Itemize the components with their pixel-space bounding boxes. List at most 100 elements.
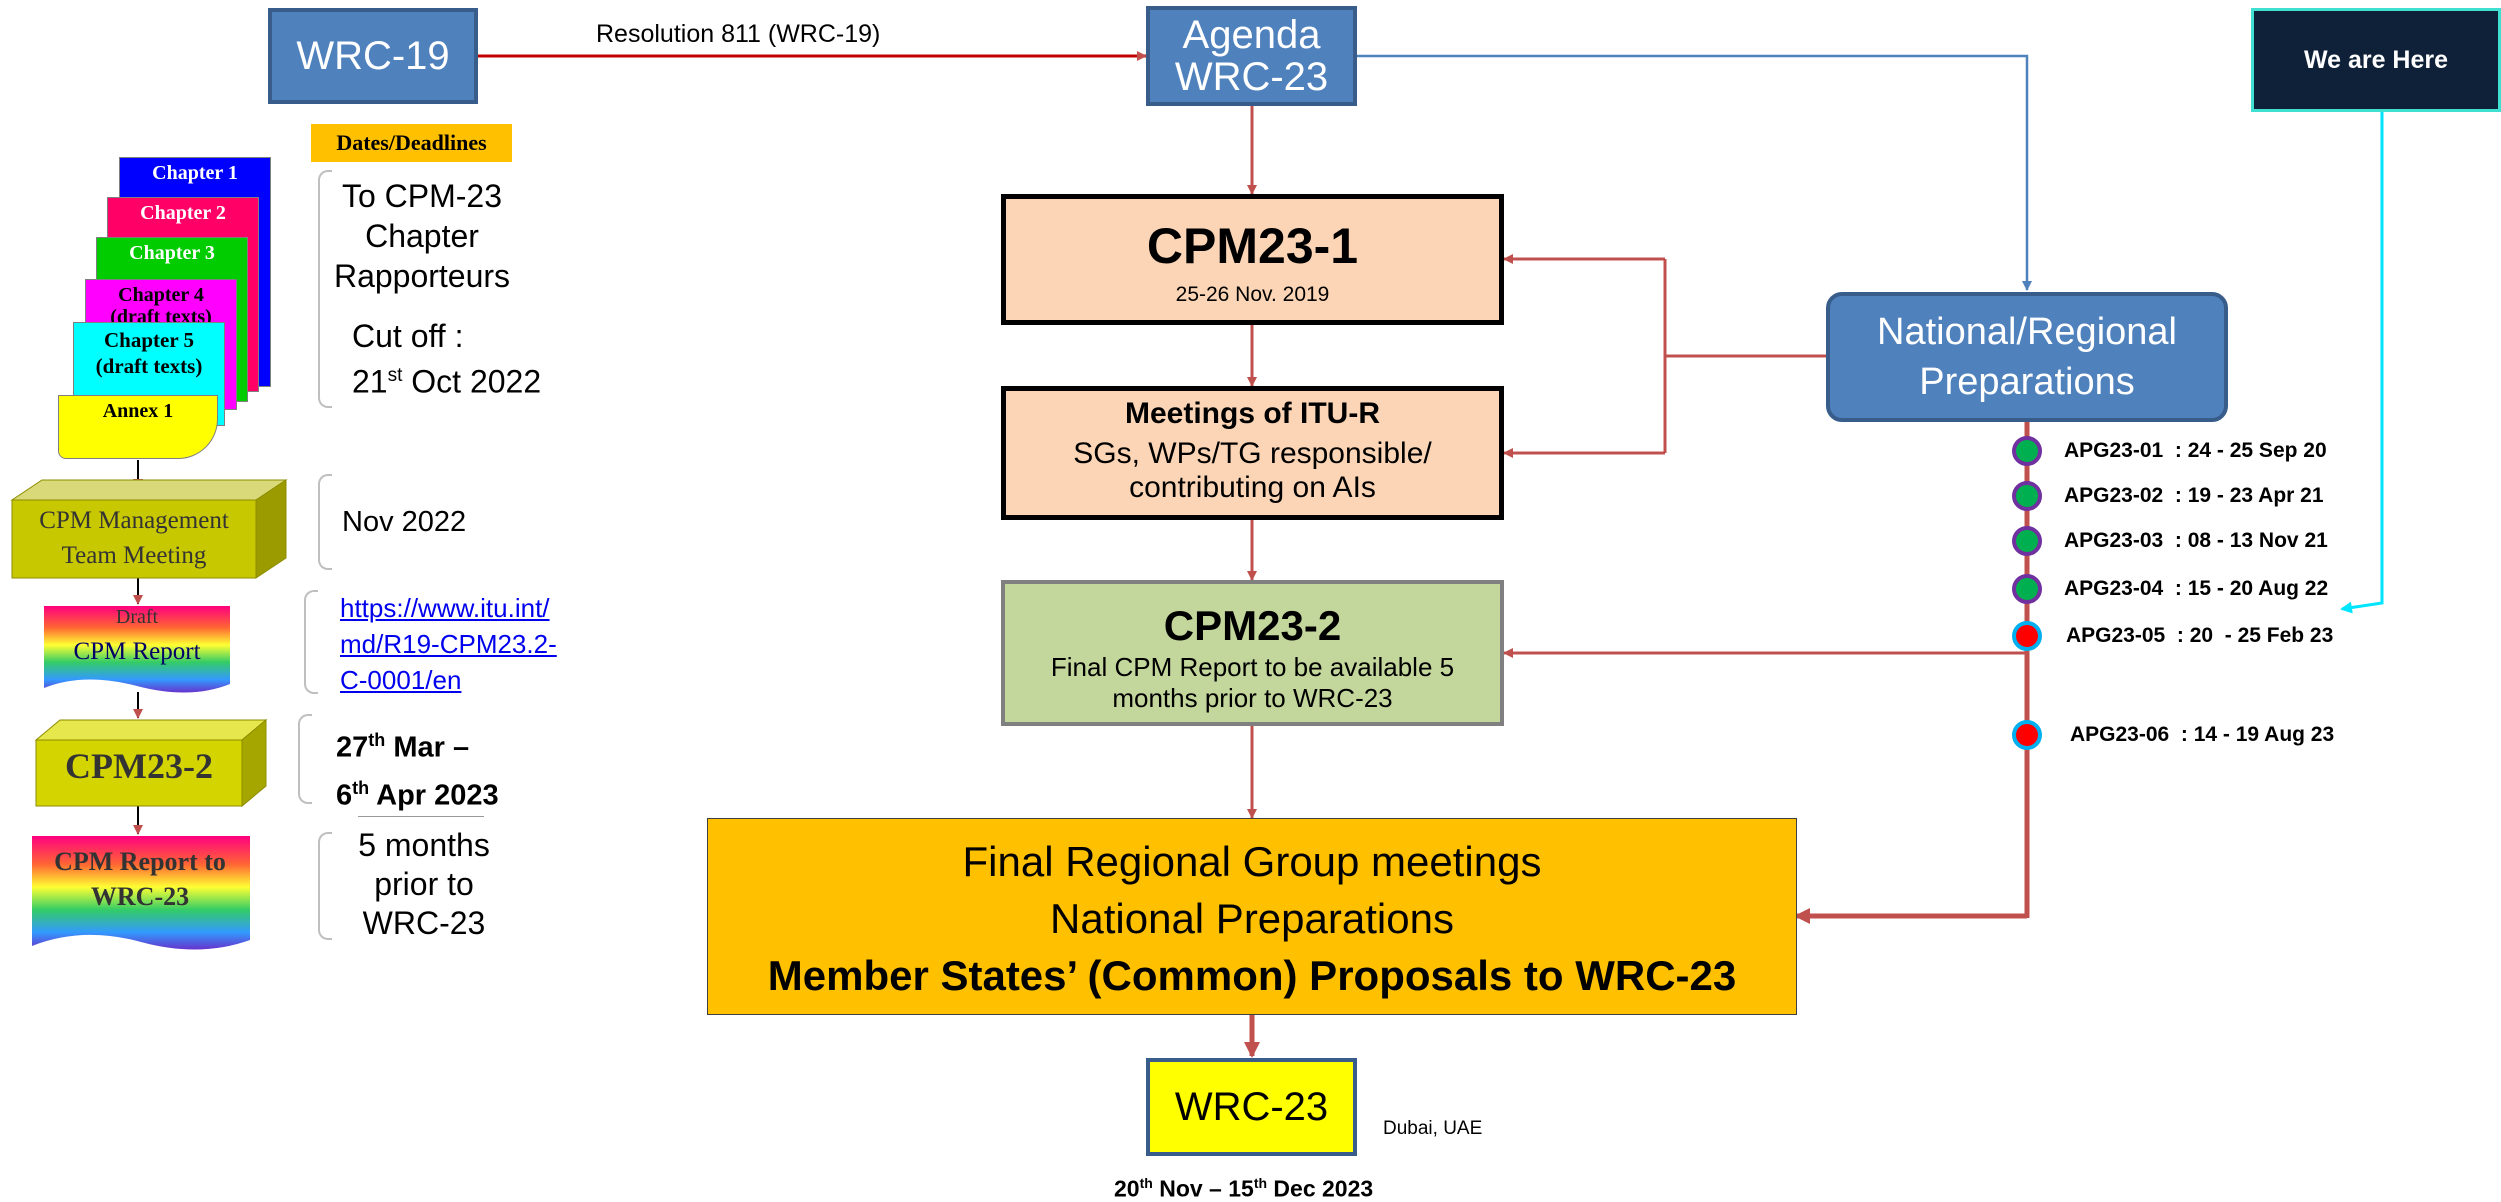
cpm232-date-line2: 6th Apr 2023 — [336, 768, 499, 816]
wrc23-d1: 20 — [1114, 1175, 1140, 1202]
apg-dot-2 — [2012, 481, 2042, 511]
cpm232-d1-sup: th — [368, 730, 386, 750]
chapter-3-label: Chapter 3 — [129, 242, 215, 264]
apg-item-5: APG23-05 : 20 - 25 Feb 23 — [2066, 624, 2333, 648]
deadline-1-cutoff: Cut off : 21st Oct 2022 — [352, 316, 541, 402]
apg-dot-3 — [2012, 526, 2042, 556]
deadline-1-line3: Rapporteurs — [333, 258, 511, 294]
brace-5 — [318, 832, 332, 940]
arrow-we-are-here — [2340, 112, 2384, 614]
wrc23-location: Dubai, UAE — [1383, 1118, 1483, 1139]
chapter-1-label: Chapter 1 — [152, 162, 238, 184]
apg-dot-6 — [2012, 720, 2042, 750]
apg-code: APG23-04 — [2064, 577, 2164, 600]
we-are-here-box: We are Here — [2251, 8, 2501, 112]
agenda-box: Agenda WRC-23 — [1146, 6, 1357, 106]
meetings-line1: SGs, WPs/TG responsible/ — [1073, 437, 1432, 470]
we-are-here-label: We are Here — [2303, 45, 2449, 74]
annex-label: Annex 1 — [102, 400, 174, 422]
cpm232-line1: Final CPM Report to be available 5 — [1050, 652, 1455, 682]
apg-dot-1 — [2012, 436, 2042, 466]
arrow-agenda-national — [1357, 54, 2032, 291]
apg-code: APG23-05 — [2066, 624, 2166, 647]
agenda-line2: WRC-23 — [1174, 55, 1329, 99]
final-regional-box: Final Regional Group meetings National P… — [707, 818, 1797, 1015]
divider-line — [358, 816, 484, 817]
deadline-1-line2: Chapter — [365, 218, 479, 254]
apg-dates: : 15 - 20 Aug 22 — [2174, 577, 2329, 600]
agenda-line1: Agenda — [1182, 13, 1321, 57]
annex-page: Annex 1 — [58, 395, 218, 459]
dates-deadlines-badge: Dates/Deadlines — [311, 124, 512, 162]
cpm232-d1-rest: Mar – — [385, 731, 470, 764]
meetings-line2: contributing on AIs — [1129, 471, 1376, 504]
cutoff-day: 21 — [352, 363, 388, 400]
deadline-1-line4: Cut off : — [352, 318, 464, 354]
final-regional-line3: Member States’ (Common) Proposals to WRC… — [767, 952, 1737, 999]
cpm232-d2: 6 — [336, 779, 353, 812]
wrc19-label: WRC-19 — [296, 33, 450, 78]
cpm231-box: CPM23-1 25-26 Nov. 2019 — [1001, 194, 1504, 325]
apg-item-3: APG23-03 : 08 - 13 Nov 21 — [2064, 529, 2328, 553]
apg-code: APG23-01 — [2064, 439, 2164, 462]
deadline-1-text: To CPM-23 Chapter Rapporteurs — [322, 176, 522, 296]
meetings-title: Meetings of ITU-R — [1125, 397, 1380, 430]
cpm231-title: CPM23-1 — [1146, 218, 1359, 274]
chapter-2-label: Chapter 2 — [140, 202, 226, 224]
apg-dot-4 — [2012, 574, 2042, 604]
apg-item-2: APG23-02 : 19 - 23 Apr 21 — [2064, 484, 2324, 508]
mgmt-label: CPM Management Team Meeting — [39, 507, 229, 569]
cpm232-left-dates: 27th Mar – 6th Apr 2023 — [336, 720, 499, 815]
wrc23-box: WRC-23 — [1146, 1058, 1357, 1156]
brace-4 — [298, 714, 312, 804]
apg-item-4: APG23-04 : 15 - 20 Aug 22 — [2064, 577, 2328, 601]
resolution-label: Resolution 811 (WRC-19) — [596, 20, 881, 48]
apg-item-6: APG23-06 : 14 - 19 Aug 23 — [2070, 723, 2334, 747]
apg-dot-5 — [2012, 621, 2042, 651]
draft-small-label: Draft — [115, 606, 159, 628]
apg-item-1: APG23-01 : 24 - 25 Sep 20 — [2064, 439, 2327, 463]
cutoff-rest: Oct 2022 — [402, 363, 542, 400]
draft-report-link[interactable]: https://www.itu.int/md/R19-CPM23.2-C-000… — [340, 593, 557, 695]
cpm232-left-label: CPM23-2 — [65, 746, 213, 786]
cpm231-date: 25-26 Nov. 2019 — [1175, 283, 1330, 306]
wrc19-box: WRC-19 — [268, 8, 478, 104]
cutoff-sup: st — [387, 365, 403, 386]
wrc23-d1-sup: th — [1139, 1175, 1153, 1191]
final-report-note: 5 months prior to WRC-23 — [358, 827, 490, 941]
cpm232-d1: 27 — [336, 731, 369, 764]
wrc23-label: WRC-23 — [1174, 1084, 1329, 1129]
apg-dates: : 08 - 13 Nov 21 — [2174, 529, 2328, 552]
wrc23-dates: 20th Nov – 15th Dec 2023 — [1114, 1170, 1373, 1202]
cpm232-title: CPM23-2 — [1163, 602, 1342, 649]
cpm232-d2-rest: Apr 2023 — [369, 779, 499, 812]
apg-code: APG23-03 — [2064, 529, 2164, 552]
deadline-1-line5: 21st Oct 2022 — [352, 356, 541, 402]
apg-dates: : 14 - 19 Aug 23 — [2180, 723, 2335, 746]
draft-report-label: CPM Report — [73, 638, 201, 665]
chapter-5-label: Chapter 5 (draft texts) — [95, 328, 203, 379]
national-line1: National/Regional — [1877, 311, 2177, 353]
wrc23-d1-mid: Nov – 15 — [1152, 1175, 1254, 1202]
apg-code: APG23-02 — [2064, 484, 2164, 507]
mgmt-date: Nov 2022 — [342, 506, 467, 538]
final-regional-line1: Final Regional Group meetings — [962, 838, 1542, 885]
wrc23-d2-sup: th — [1253, 1175, 1268, 1191]
apg-dates: : 20 - 25 Feb 23 — [2176, 624, 2334, 647]
deadline-1-line1: To CPM-23 — [341, 178, 503, 214]
apg-dates: : 19 - 23 Apr 21 — [2174, 484, 2324, 507]
apg-dates: : 24 - 25 Sep 20 — [2174, 439, 2327, 462]
apg-code: APG23-06 — [2070, 723, 2170, 746]
cpm232-line2: months prior to WRC-23 — [1112, 683, 1393, 713]
cpm232-date-line1: 27th Mar – — [336, 720, 499, 768]
brace-3 — [304, 590, 318, 694]
brace-2 — [318, 474, 332, 570]
cpm232-d2-sup: th — [352, 777, 370, 798]
national-line2: Preparations — [1919, 361, 2135, 403]
brace-1 — [318, 170, 332, 408]
cpm232-box: CPM23-2 Final CPM Report to be available… — [1001, 580, 1504, 726]
wrc23-d2-rest: Dec 2023 — [1267, 1175, 1374, 1202]
national-box: National/Regional Preparations — [1826, 292, 2228, 422]
meetings-box: Meetings of ITU-R SGs, WPs/TG responsibl… — [1001, 386, 1504, 520]
final-report-label: CPM Report to WRC-23 — [54, 847, 226, 911]
